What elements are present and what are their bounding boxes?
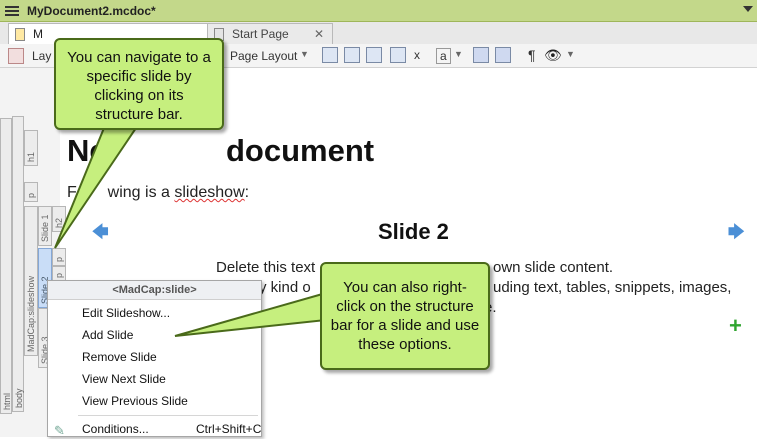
title-dropdown-icon[interactable]: [743, 6, 753, 12]
slide-title[interactable]: Slide 2: [378, 219, 449, 244]
para-squiggle: slideshow: [174, 184, 245, 201]
menu-item-view-previous-slide[interactable]: View Previous Slide: [82, 394, 188, 408]
structure-bar-h2[interactable]: h2: [52, 206, 66, 232]
slide-body-line1b[interactable]: own slide content.: [493, 259, 614, 276]
menu-item-conditions[interactable]: Conditions...: [82, 422, 149, 436]
conditions-icon: ✎: [54, 423, 65, 438]
show-index-icon[interactable]: [473, 47, 489, 63]
page-layout-dropdown[interactable]: Page Layout: [230, 49, 298, 63]
title-bar: MyDocument2.mcdoc*: [0, 0, 757, 22]
document-heading-tail[interactable]: document: [226, 133, 375, 168]
callout-right-click: You can also right-click on the structur…: [320, 262, 490, 370]
chevron-down-icon[interactable]: ▼: [454, 49, 463, 59]
menu-item-view-next-slide[interactable]: View Next Slide: [82, 372, 166, 386]
show-conditions-icon[interactable]: [495, 47, 511, 63]
para-colon: :: [244, 184, 250, 201]
menu-item-remove-slide[interactable]: Remove Slide: [82, 350, 157, 364]
menu-item-edit-slideshow[interactable]: Edit Slideshow...: [82, 306, 171, 320]
document-heading[interactable]: Ne: [67, 133, 107, 168]
conditions-shortcut: Ctrl+Shift+C: [196, 422, 262, 436]
next-slide-icon[interactable]: 🡆: [728, 224, 745, 241]
structure-bar-html[interactable]: html: [0, 118, 12, 414]
close-icon[interactable]: ✕: [313, 27, 324, 41]
document-icon: [15, 27, 25, 41]
callout-navigate: You can navigate to a specific slide by …: [54, 38, 224, 130]
tab-label: Start Page: [232, 27, 289, 41]
structure-bar-slide-1[interactable]: Slide 1: [38, 206, 52, 246]
paragraph-intro[interactable]: Fo wing is a slideshow:: [67, 184, 249, 202]
pilcrow-icon[interactable]: ¶: [528, 47, 536, 63]
context-menu-header: <MadCap:slide>: [48, 281, 261, 300]
layout-label[interactable]: Lay: [32, 48, 52, 63]
menu-icon[interactable]: [5, 4, 19, 18]
slide-body-line2a[interactable]: y kind o: [259, 279, 311, 296]
add-slide-plus-icon[interactable]: +: [729, 313, 742, 338]
structure-bar-body[interactable]: body: [12, 116, 24, 412]
preview-eye-icon[interactable]: 👁: [544, 47, 562, 63]
show-blocks-icon[interactable]: [366, 47, 382, 63]
structure-bar-h1[interactable]: h1: [24, 130, 38, 166]
show-tags-icon[interactable]: [322, 47, 338, 63]
para-start: Fo: [67, 184, 86, 201]
layout-icon[interactable]: [8, 47, 24, 64]
previous-slide-icon[interactable]: 🡄: [92, 224, 109, 241]
menu-separator: [78, 415, 258, 416]
show-tables-icon[interactable]: [390, 47, 406, 63]
show-spans-icon[interactable]: [344, 47, 360, 63]
tab-label: M: [33, 27, 43, 41]
structure-bar-p-small[interactable]: p: [52, 248, 66, 266]
letter-a-icon[interactable]: a: [436, 48, 451, 64]
chevron-down-icon[interactable]: ▼: [566, 49, 575, 59]
structure-bar-p[interactable]: p: [24, 182, 38, 202]
tab-start-page[interactable]: Start Page ✕: [207, 23, 333, 44]
menu-item-add-slide[interactable]: Add Slide: [82, 328, 134, 342]
document-title: MyDocument2.mcdoc*: [27, 3, 156, 18]
chevron-down-icon[interactable]: ▼: [300, 49, 309, 59]
slide-body-line2b[interactable]: uding text, tables, snippets, images,: [493, 279, 732, 296]
letter-x-icon[interactable]: x: [414, 48, 420, 62]
context-menu: <MadCap:slide> Edit Slideshow... Add Sli…: [47, 280, 262, 438]
slide-body-line1a[interactable]: Delete this text: [216, 259, 316, 276]
structure-bar-slideshow[interactable]: MadCap:slideshow: [24, 206, 38, 356]
para-middle: wing is a: [107, 184, 175, 201]
